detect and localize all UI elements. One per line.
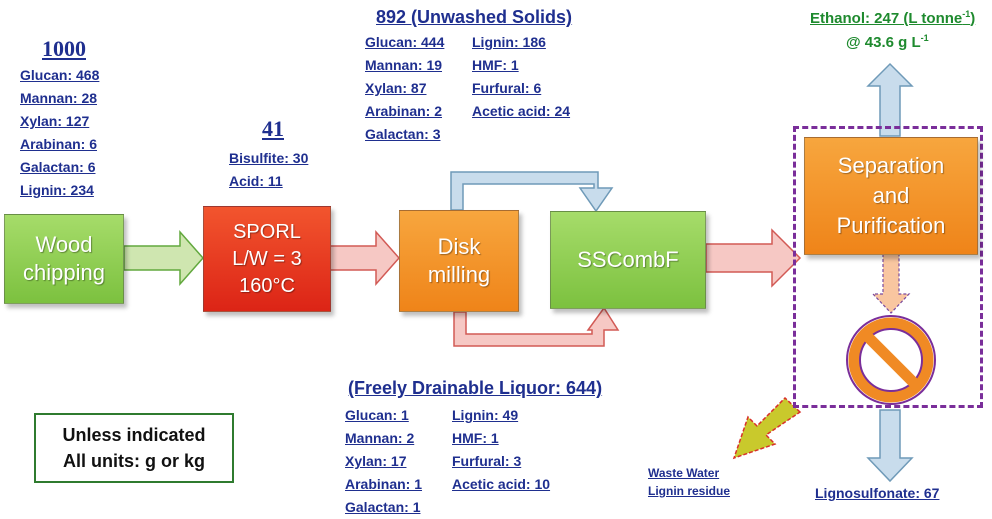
sscombf-box: SSCombF (550, 211, 706, 309)
solids-glucan: Glucan: 444 (365, 34, 445, 50)
sscombf-label: SSCombF (577, 247, 679, 272)
arrow-wood-to-sporl (123, 230, 205, 286)
wood-chipping-line1: Wood (35, 232, 93, 257)
units-note-line2: All units: g or kg (63, 451, 205, 471)
input-item-mannan: Mannan: 28 (20, 90, 98, 106)
separation-boundary (793, 126, 983, 408)
liquor-arabinan: Arabinan: 1 (345, 476, 423, 492)
disk-milling-line2: milling (427, 262, 491, 287)
solids-furfural: Furfural: 6 (472, 80, 542, 96)
prohibited-icon (846, 315, 936, 405)
liquor-lignin: Lignin: 49 (452, 407, 519, 423)
solids-arabinan: Arabinan: 2 (365, 103, 443, 119)
solids-xylan: Xylan: 87 (365, 80, 427, 96)
liquor-title: (Freely Drainable Liquor: 644) (348, 378, 603, 398)
lignin-residue-label: Lignin residue (648, 484, 731, 498)
liquor-galactan: Galactan: 1 (345, 499, 421, 515)
chemicals-total: 41 (262, 116, 284, 141)
arrow-disk-to-sscombf-top (450, 171, 614, 213)
ethanol-text1: Ethanol: 247 (L tonne (810, 10, 963, 27)
solids-lignin: Lignin: 186 (472, 34, 546, 50)
sporl-line3: 160°C (239, 274, 295, 297)
liquor-glucan: Glucan: 1 (345, 407, 409, 423)
sporl-line2: L/W = 3 (232, 247, 302, 270)
input-item-glucan: Glucan: 468 (20, 67, 100, 83)
separation-line1: Separation (837, 153, 945, 178)
separation-line3: Purification (836, 213, 946, 238)
arrow-waste-water (732, 396, 802, 460)
input-item-galactan: Galactan: 6 (20, 159, 96, 175)
liquor-xylan: Xylan: 17 (345, 453, 407, 469)
arrow-disk-to-sscombf-bottom (453, 306, 620, 347)
chemicals-bisulfite: Bisulfite: 30 (229, 150, 309, 166)
wood-chipping-line2: chipping (23, 260, 105, 285)
ethanol-text2: @ 43.6 g L (846, 34, 921, 51)
liquor-acetic-acid: Acetic acid: 10 (452, 476, 551, 492)
units-note: Unless indicated All units: g or kg (34, 413, 234, 483)
input-item-lignin: Lignin: 234 (20, 182, 94, 198)
arrow-separation-to-residue (871, 253, 911, 314)
disk-milling-box: Disk milling (399, 210, 519, 312)
ethanol-sup2: -1 (920, 33, 929, 43)
solids-mannan: Mannan: 19 (365, 57, 443, 73)
ethanol-line2: @ 43.6 g L-1 (846, 27, 929, 54)
liquor-hmf: HMF: 1 (452, 430, 499, 446)
chemicals-acid: Acid: 11 (229, 173, 283, 189)
liquor-furfural: Furfural: 3 (452, 453, 522, 469)
separation-purification-box: Separation and Purification (804, 137, 978, 255)
solids-title: 892 (Unwashed Solids) (376, 7, 573, 27)
units-note-line1: Unless indicated (62, 425, 206, 445)
input-item-arabinan: Arabinan: 6 (20, 136, 98, 152)
arrow-down-lignosulfonate (866, 409, 914, 483)
separation-line2: and (872, 183, 910, 208)
ethanol-line1: Ethanol: 247 (L tonne-1) (810, 3, 975, 30)
input-total: 1000 (42, 36, 86, 61)
waste-water-label: Waste Water (648, 466, 720, 480)
lignosulfonate-label: Lignosulfonate: 67 (815, 485, 940, 501)
solids-galactan: Galactan: 3 (365, 126, 441, 142)
ethanol-close: ) (970, 10, 976, 27)
input-item-xylan: Xylan: 127 (20, 113, 90, 129)
solids-hmf: HMF: 1 (472, 57, 519, 73)
disk-milling-line1: Disk (437, 234, 481, 259)
arrow-sporl-to-disk (329, 230, 401, 286)
arrow-sscombf-to-separation (705, 228, 802, 288)
liquor-mannan: Mannan: 2 (345, 430, 415, 446)
solids-acetic-acid: Acetic acid: 24 (472, 103, 571, 119)
wood-chipping-box: Wood chipping (4, 214, 124, 304)
sporl-box: SPORL L/W = 3 160°C (203, 206, 331, 312)
sporl-line1: SPORL (233, 220, 301, 243)
ethanol-sup1: -1 (962, 9, 971, 19)
